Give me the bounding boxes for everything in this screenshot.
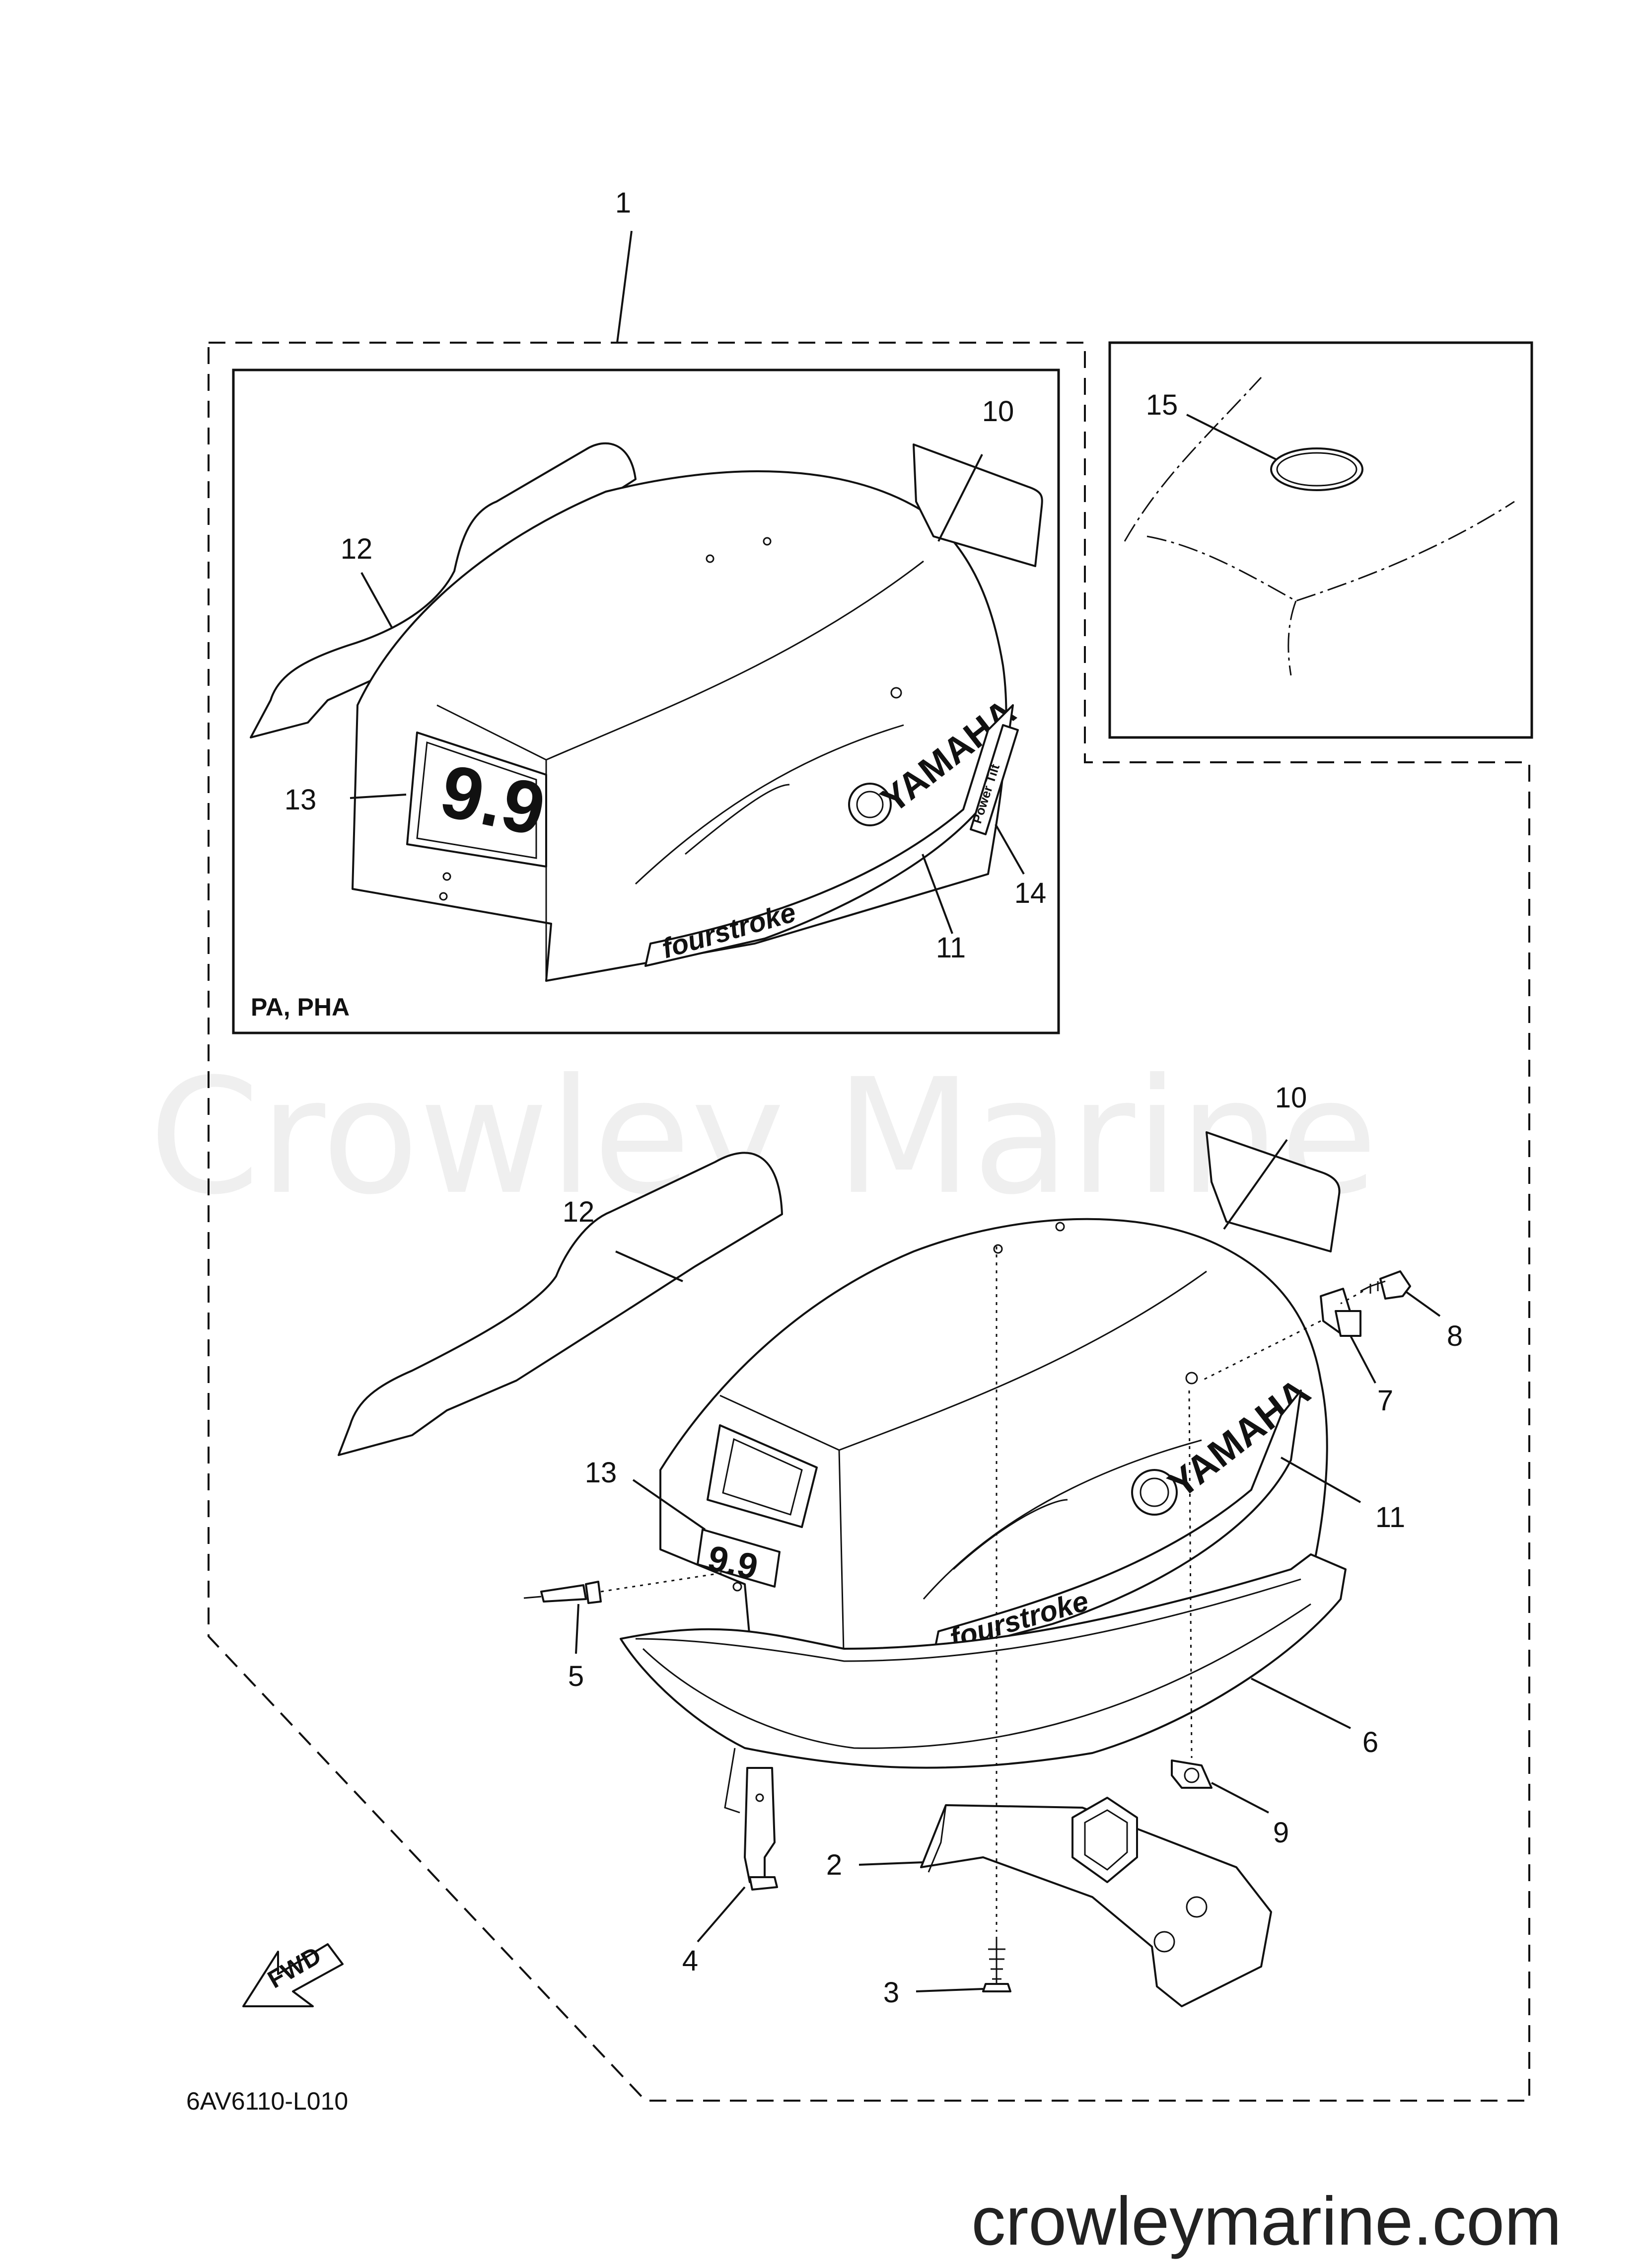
bolt-8 — [1360, 1270, 1411, 1300]
decal-12 — [338, 1152, 783, 1456]
nut-9 — [1171, 1759, 1213, 1789]
inset-leader-12 — [360, 572, 393, 629]
inset-15-contour-1 — [1124, 376, 1262, 542]
leader-15 — [1186, 414, 1277, 460]
dotted-5 — [600, 1571, 730, 1593]
inset-15: 15 — [1108, 341, 1533, 739]
website-url: crowleymarine.com — [971, 2183, 1562, 2260]
callout-2: 2 — [826, 1849, 842, 1881]
callout-5: 5 — [568, 1660, 584, 1692]
diagram-code: 6AV6110-L010 — [186, 2087, 348, 2115]
inset-leader-13 — [350, 794, 407, 799]
inset-15-seal — [1270, 447, 1363, 491]
callout-11: 11 — [1375, 1501, 1405, 1534]
rivet-5 — [523, 1581, 602, 1604]
seal-inner-line-2 — [642, 1603, 1311, 1749]
leader-13 — [632, 1479, 706, 1531]
leader-1 — [616, 230, 633, 343]
inset-swoosh — [635, 724, 904, 885]
inset-callout-12: 12 — [341, 533, 373, 565]
cowling-swoosh-2 — [952, 1499, 1068, 1570]
cowling-crease — [839, 1270, 1207, 1451]
callout-13: 13 — [585, 1457, 617, 1489]
inset-decal-13: 9.9 — [406, 732, 552, 868]
callout-8: 8 — [1447, 1320, 1463, 1352]
leader-9 — [1211, 1782, 1269, 1814]
leader-8 — [1404, 1290, 1441, 1317]
inset-15-contour-3 — [1287, 600, 1297, 676]
leader-5 — [575, 1604, 579, 1654]
callout-3: 3 — [883, 1976, 899, 2009]
inset-leader-11 — [922, 854, 953, 934]
inset-leader-14 — [995, 824, 1025, 875]
inset-decal-11 — [644, 704, 1014, 967]
assembly-boundary — [208, 342, 1530, 2102]
inset-decal-14 — [970, 724, 1019, 835]
inset-15-contour-2 — [1146, 501, 1515, 602]
inset-callout-13: 13 — [285, 784, 317, 816]
inset-callout-10: 10 — [982, 395, 1014, 428]
callout-12: 12 — [563, 1196, 595, 1228]
inset-pa-pha: PA, PHA 10 9.9 13 YAMAHA — [232, 368, 1060, 1034]
decal-10 — [1206, 1131, 1341, 1252]
inset-callout-11: 11 — [936, 932, 966, 964]
callout-9: 9 — [1273, 1817, 1289, 1849]
leader-7 — [1350, 1335, 1376, 1384]
leader-12 — [615, 1250, 683, 1282]
inset-swoosh-2 — [685, 784, 790, 855]
leader-2 — [858, 1861, 924, 1866]
decal-11 — [932, 1390, 1302, 1657]
handle-2 — [920, 1797, 1272, 2007]
callout-6: 6 — [1362, 1726, 1378, 1758]
dotted-9 — [1188, 1390, 1193, 1758]
callout-1: 1 — [615, 187, 631, 219]
inset-leader-10 — [937, 454, 983, 542]
leader-3 — [916, 1988, 984, 1992]
leader-10 — [1223, 1139, 1288, 1230]
leader-11 — [1281, 1457, 1361, 1503]
callout-10: 10 — [1275, 1082, 1307, 1114]
leader-4 — [697, 1886, 746, 1943]
leader-6 — [1251, 1678, 1351, 1729]
inset-decal-12 — [250, 442, 637, 738]
fwd-arrow: FWD — [242, 1941, 344, 2007]
callout-15: 15 — [1146, 389, 1178, 421]
cowling-window — [707, 1424, 818, 1528]
inset-cowling-crease — [546, 560, 924, 761]
seal-6 — [620, 1553, 1347, 1769]
inset-label: PA, PHA — [251, 993, 350, 1021]
seal-inner-line — [635, 1578, 1301, 1662]
inset-callout-14: 14 — [1014, 877, 1047, 909]
callout-7: 7 — [1377, 1385, 1393, 1417]
screw-3 — [982, 1937, 1011, 1992]
callout-4: 4 — [682, 1945, 698, 1977]
inset-decal-10 — [913, 443, 1043, 567]
bracket-4 — [744, 1767, 778, 1891]
bracket-4-hint — [724, 1748, 740, 1814]
